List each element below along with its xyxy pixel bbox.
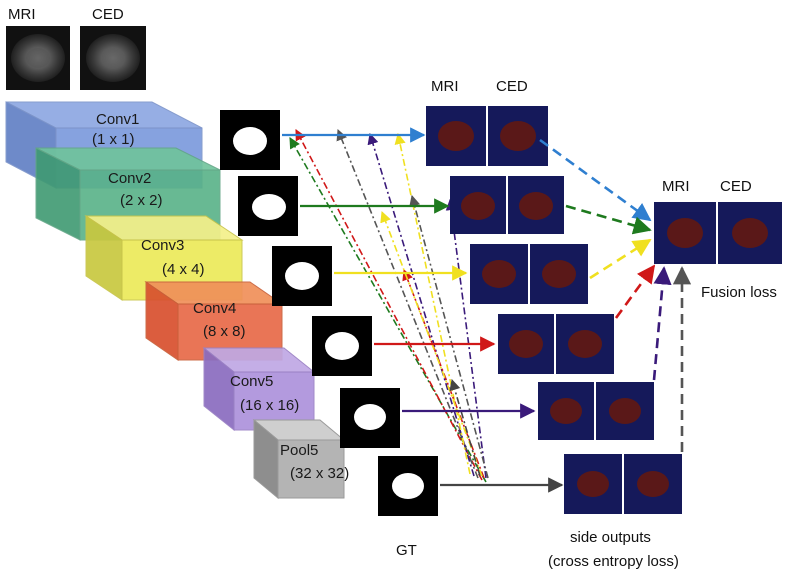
gt-masks [220,110,438,516]
block-conv5-name: Conv5 [230,373,273,390]
arrow-fusion-3 [589,238,652,280]
fusion-mri-label: MRI [662,178,690,195]
gt-mask-1 [220,110,280,170]
block-pool5-size: (32 x 32) [290,465,349,482]
side-output-2 [450,176,564,234]
block-conv5: Conv5 (16 x 16) [202,346,316,432]
fusion-output [654,202,782,264]
block-conv2-size: (2 x 2) [120,192,163,209]
gt-mask-4 [312,316,372,376]
side-output-3 [470,244,588,304]
side-arrows [282,127,564,493]
arrow-fusion-4 [614,264,656,319]
input-ced-image [80,26,146,90]
input-mri-label: MRI [8,6,36,23]
block-pool5-name: Pool5 [280,442,318,459]
conv-blocks: Conv1 (1 x 1) Conv2 (2 x 2) Conv3 (4 x 4… [5,101,349,500]
block-conv3-size: (4 x 4) [162,261,205,278]
side-outputs [426,106,682,514]
fusion-loss-label: Fusion loss [701,284,777,301]
gt-mask-6 [378,456,438,516]
side-output-1 [426,106,548,166]
block-conv3-name: Conv3 [141,237,184,254]
gt-mask-5 [340,388,400,448]
side-mri-label: MRI [431,78,459,95]
side-outputs-label-2: (cross entropy loss) [548,553,679,570]
block-conv2-name: Conv2 [108,170,151,187]
block-conv4-size: (8 x 8) [203,323,246,340]
side-output-5 [538,382,654,440]
fusion-ced-label: CED [720,178,752,195]
input-mri-image [6,26,70,90]
block-conv5-size: (16 x 16) [240,397,299,414]
side-outputs-label-1: side outputs [570,529,651,546]
block-conv1-name: Conv1 [96,111,139,128]
block-pool5: Pool5 (32 x 32) [252,418,349,500]
block-conv3: Conv3 (4 x 4) [84,215,244,301]
gt-mask-2 [238,176,298,236]
arrow-fusion-2 [565,204,652,235]
arrow-fusion-5 [652,266,672,381]
gt-mask-3 [272,246,332,306]
side-ced-label: CED [496,78,528,95]
side-output-4 [498,314,614,374]
gt-label: GT [396,542,417,559]
block-conv1-size: (1 x 1) [92,131,135,148]
block-conv4-name: Conv4 [193,300,236,317]
input-ced-label: CED [92,6,124,23]
side-output-6 [564,454,682,514]
fusion-arrows [539,138,692,452]
arrow-fusion-1 [539,138,652,222]
